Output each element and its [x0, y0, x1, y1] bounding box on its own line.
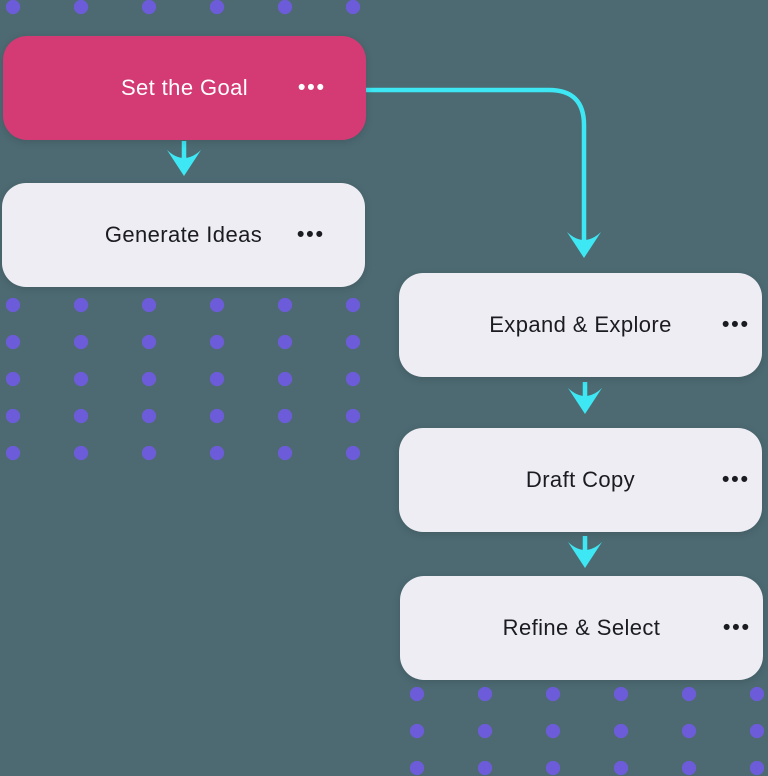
more-options-icon[interactable]: ••• [297, 76, 326, 100]
more-options-icon[interactable]: ••• [721, 313, 750, 337]
node-generate-ideas[interactable]: Generate Ideas ••• [2, 183, 365, 287]
edge-set-goal-to-expand-explore [366, 87, 601, 258]
edge-set-goal-to-generate-ideas [167, 141, 201, 176]
dot-grid-mid-left [6, 298, 360, 461]
node-set-the-goal-label: Set the Goal [120, 75, 249, 100]
node-draft-copy-label: Draft Copy [525, 467, 636, 492]
dot-grid-top-left [6, 0, 360, 15]
node-refine-select-label: Refine & Select [502, 615, 661, 640]
node-expand-explore[interactable]: Expand & Explore ••• [399, 273, 762, 377]
dot-grid-bottom-right [410, 687, 764, 776]
more-options-icon[interactable]: ••• [721, 468, 750, 492]
node-draft-copy[interactable]: Draft Copy ••• [399, 428, 762, 532]
edge-expand-explore-to-draft-copy [568, 382, 602, 414]
more-options-icon[interactable]: ••• [296, 223, 325, 247]
more-options-icon[interactable]: ••• [722, 616, 751, 640]
node-set-the-goal[interactable]: Set the Goal ••• [3, 36, 366, 140]
edge-draft-copy-to-refine-select [568, 536, 602, 568]
node-expand-explore-label: Expand & Explore [489, 312, 672, 337]
node-generate-ideas-label: Generate Ideas [104, 222, 263, 247]
node-refine-select[interactable]: Refine & Select ••• [400, 576, 763, 680]
